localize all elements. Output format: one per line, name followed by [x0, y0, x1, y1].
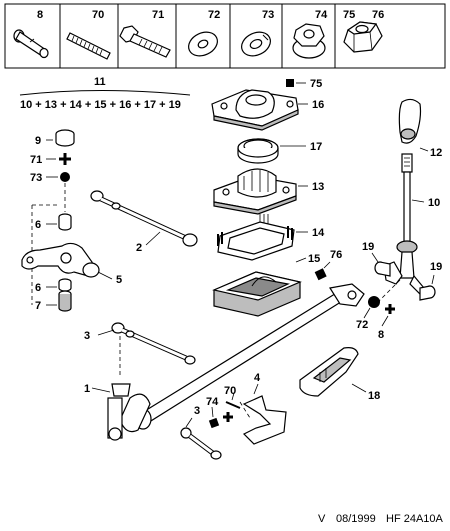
callout-10: 10 — [428, 197, 440, 209]
callout-19-left: 19 — [362, 241, 374, 253]
assembly-formula: 11 10 + 13 + 14 + 15 + 16 + 17 + 19 — [19, 76, 191, 111]
hex-nut-icon — [343, 21, 383, 53]
cross-marker-bracket — [223, 412, 233, 422]
selector-lever — [21, 242, 113, 280]
bush-part-6-lower — [46, 278, 72, 292]
spring-frame-14 — [217, 214, 308, 261]
callout-7: 7 — [35, 300, 41, 312]
header-strip: 8 70 71 72 73 74 75 76 — [4, 3, 446, 69]
gaiter-plate-18 — [299, 347, 367, 397]
hex-bolt-icon — [119, 25, 171, 58]
header-label-71: 71 — [152, 9, 164, 21]
bush-part-9 — [46, 129, 75, 147]
callout-74: 74 — [206, 396, 219, 408]
square-marker-76 — [314, 268, 327, 281]
top-plate-16 — [211, 89, 308, 131]
dot-marker-73 — [60, 172, 70, 182]
housing-15 — [212, 257, 307, 317]
link-rod-2 — [90, 190, 198, 247]
header-label-73: 73 — [262, 9, 274, 21]
callout-6-lower: 6 — [35, 282, 41, 294]
callout-18: 18 — [368, 390, 380, 402]
callout-9: 9 — [35, 135, 41, 147]
callout-19-right: 19 — [430, 261, 442, 273]
main-shift-shaft — [91, 283, 365, 441]
link-rod-3-upper — [97, 322, 196, 375]
callout-76: 76 — [330, 249, 342, 261]
callout-6-upper: 6 — [35, 219, 41, 231]
header-label-8: 8 — [37, 9, 43, 21]
gear-knob-12 — [398, 98, 429, 152]
stud-70-lower — [225, 392, 241, 409]
callout-72: 72 — [356, 319, 368, 331]
footer-version: V — [318, 513, 326, 525]
callout-4: 4 — [254, 372, 261, 384]
callout-5: 5 — [116, 274, 122, 286]
callout-16: 16 — [312, 99, 324, 111]
spring-washer-icon — [241, 31, 271, 57]
header-label-72: 72 — [208, 9, 220, 21]
washer-marker-72 — [368, 296, 380, 308]
header-label-70: 70 — [92, 9, 104, 21]
threaded-stud-icon — [66, 32, 111, 60]
bracket-4 — [239, 383, 287, 445]
callout-70: 70 — [224, 385, 236, 397]
seal-ring-17 — [237, 138, 306, 164]
callout-14: 14 — [312, 227, 325, 239]
bush-19-right — [419, 274, 436, 301]
bush-part-6-upper — [46, 213, 72, 231]
cross-marker-8 — [385, 304, 395, 314]
link-rod-3-lower — [180, 417, 222, 460]
footer-date: 08/1999 — [336, 513, 376, 525]
assembly-number: 11 — [94, 76, 106, 88]
header-label-74: 74 — [315, 9, 328, 21]
square-marker-75 — [286, 79, 294, 87]
callout-15: 15 — [308, 253, 320, 265]
callout-1: 1 — [84, 383, 90, 395]
footer-code: HF 24A10A — [386, 513, 444, 525]
callout-17: 17 — [310, 141, 322, 153]
cross-marker-71 — [46, 153, 71, 165]
header-label-76: 76 — [372, 9, 384, 21]
callout-13: 13 — [312, 181, 324, 193]
header-label-75: 75 — [343, 9, 355, 21]
clevis-pin-icon — [13, 29, 49, 59]
socket-plate-13 — [213, 168, 308, 215]
sleeve-part-7 — [46, 290, 72, 312]
flanged-nut-icon — [292, 23, 326, 59]
flat-washer-icon — [188, 31, 218, 57]
callout-73: 73 — [30, 172, 42, 184]
bush-19-left — [371, 252, 391, 277]
callout-75: 75 — [310, 78, 322, 90]
footer: V 08/1999 HF 24A10A — [318, 513, 444, 525]
square-marker-74 — [208, 417, 220, 429]
callout-3-upper: 3 — [84, 330, 90, 342]
callout-71: 71 — [30, 154, 42, 166]
callout-2: 2 — [136, 242, 142, 254]
gear-lever-10 — [396, 153, 425, 279]
assembly-formula-text: 10 + 13 + 14 + 15 + 16 + 17 + 19 — [20, 99, 181, 111]
callout-12: 12 — [430, 147, 442, 159]
callout-3-lower: 3 — [194, 405, 200, 417]
callout-8: 8 — [378, 329, 384, 341]
